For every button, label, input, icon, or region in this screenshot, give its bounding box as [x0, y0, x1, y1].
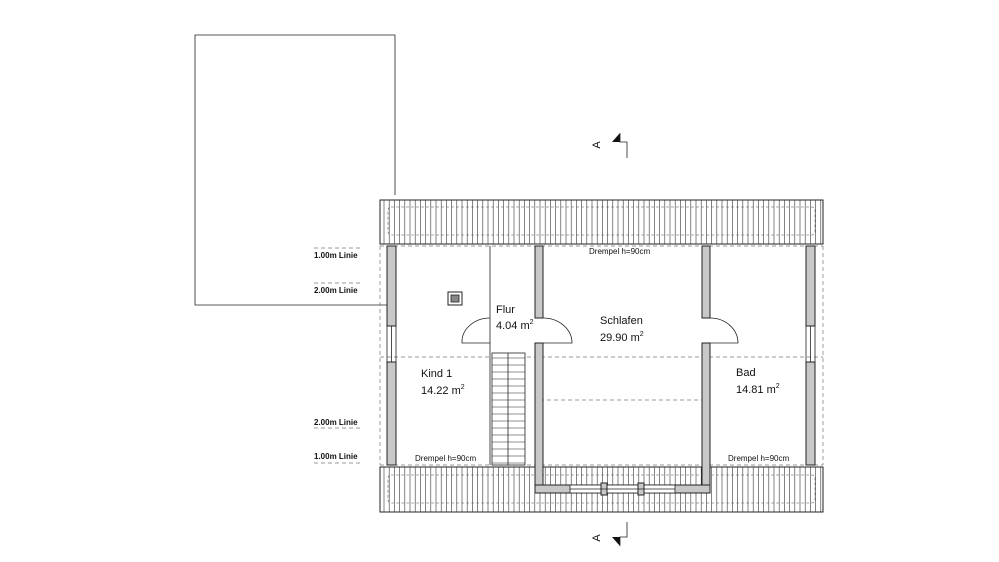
height-line-top-2m-label: 2.00m Linie — [314, 286, 358, 295]
height-line-bottom-2m: 2.00m Linie — [314, 418, 362, 429]
staircase — [491, 352, 526, 466]
height-line-top-1m-label: 1.00m Linie — [314, 251, 358, 260]
drempel-label-bottom-left: Drempel h=90cm — [415, 454, 476, 463]
wall-flur-schlafen-upper — [534, 245, 544, 319]
drempel-label-bottom-right: Drempel h=90cm — [728, 454, 789, 463]
section-marker-top: A — [591, 133, 628, 158]
drempel-label-top: Drempel h=90cm — [589, 247, 650, 256]
door-swing-flur-kind — [461, 317, 491, 344]
wall-left-lower — [386, 361, 397, 466]
height-line-top-2m: 2.00m Linie — [314, 282, 362, 295]
height-line-bottom-1m-label: 1.00m Linie — [314, 452, 358, 461]
section-marker-bottom-label: A — [591, 534, 603, 542]
wall-left-upper — [386, 245, 397, 327]
room-kind1: Kind 1 14.22 m2 — [421, 368, 465, 397]
room-kind1-area: 14.22 m2 — [421, 384, 465, 397]
room-schlafen: Schlafen 29.90 m2 — [600, 315, 644, 344]
wall-schlafen-bad-lower — [701, 342, 711, 494]
wall-right-upper — [805, 245, 816, 327]
room-kind1-name: Kind 1 — [421, 368, 452, 380]
room-schlafen-name: Schlafen — [600, 315, 643, 327]
roof-tiles-top — [379, 199, 824, 245]
wall-flur-schlafen-lower — [534, 342, 544, 494]
wall-right-lower — [805, 361, 816, 466]
height-line-bottom-1m: 1.00m Linie — [314, 452, 362, 464]
window-right — [805, 326, 816, 362]
room-bad: Bad 14.81 m2 — [736, 367, 780, 396]
section-marker-top-label: A — [591, 141, 603, 149]
wall-schlafen-bad-upper — [701, 245, 711, 319]
room-bad-name: Bad — [736, 367, 756, 379]
roof-outline — [194, 34, 396, 306]
height-line-top-1m: 1.00m Linie — [314, 247, 362, 260]
room-schlafen-area: 29.90 m2 — [600, 331, 644, 344]
room-flur-name: Flur — [496, 304, 515, 316]
room-bad-area: 14.81 m2 — [736, 383, 780, 396]
room-flur-area: 4.04 m2 — [496, 319, 534, 332]
chimney — [447, 291, 463, 306]
door-swing-flur-schlafen — [542, 317, 573, 344]
door-swing-bad — [709, 317, 739, 344]
height-line-bottom-2m-label: 2.00m Linie — [314, 418, 358, 427]
section-marker-bottom: A — [591, 522, 628, 546]
room-flur: Flur 4.04 m2 — [496, 304, 534, 332]
window-left — [386, 326, 397, 362]
